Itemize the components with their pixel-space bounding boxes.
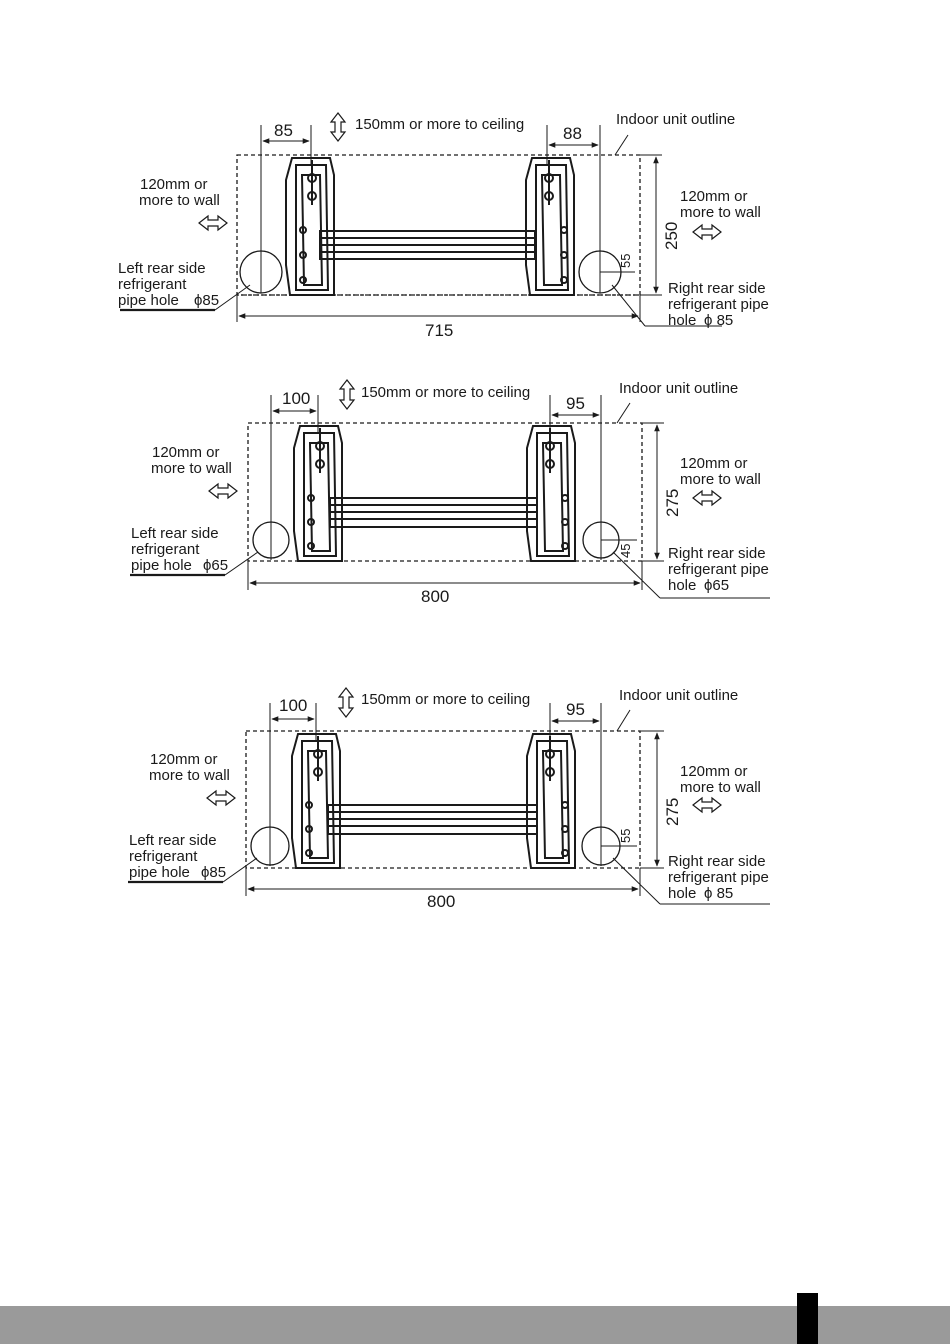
- left-hole-size: ϕ85: [194, 292, 219, 309]
- left-wall-label-1: 120mm or: [152, 444, 220, 461]
- unit-outline: [245, 730, 641, 869]
- diagram-1: [120, 112, 722, 327]
- right-dim-label: 88: [563, 124, 582, 143]
- outline-label: Indoor unit outline: [619, 380, 738, 397]
- right-hole-label-1: Right rear side: [668, 853, 766, 870]
- left-hole-label-2: refrigerant: [131, 541, 200, 558]
- left-hole-label-1: Left rear side: [118, 260, 206, 277]
- right-dim-label: 95: [566, 700, 585, 719]
- right-hole-label-1: Right rear side: [668, 280, 766, 297]
- mounting-bracket-left: [285, 157, 335, 296]
- mounting-bracket-left: [293, 425, 343, 562]
- height-label: 250: [662, 222, 681, 250]
- left-hole-label-3: pipe hole: [118, 292, 179, 309]
- diagram-2: [130, 379, 770, 599]
- right-wall-arrow-icon: [692, 489, 722, 507]
- width-label: 715: [425, 321, 453, 340]
- left-hole-label-3: pipe hole: [129, 864, 190, 881]
- right-hole-label-2: refrigerant pipe: [668, 296, 769, 313]
- mounting-rail: [319, 230, 536, 260]
- right-hole-size: ϕ65: [704, 577, 729, 594]
- left-hole-size: ϕ85: [201, 864, 226, 881]
- left-wall-label-1: 120mm or: [150, 751, 218, 768]
- left-hole-label-1: Left rear side: [129, 832, 217, 849]
- right-hole-size: ϕ 85: [704, 885, 733, 902]
- mounting-bracket-right: [526, 425, 576, 562]
- right-wall-label-2: more to wall: [680, 471, 761, 488]
- ceiling-arrow-icon: [338, 379, 356, 410]
- width-label: 800: [421, 587, 449, 606]
- mounting-rail: [327, 804, 538, 835]
- right-hole-label-2: refrigerant pipe: [668, 561, 769, 578]
- left-dim-label: 100: [282, 389, 310, 408]
- right-hole-label-3: hole: [668, 885, 696, 902]
- mounting-bracket-right: [525, 157, 575, 296]
- left-wall-arrow-icon: [208, 482, 238, 500]
- left-wall-label-1: 120mm or: [140, 176, 208, 193]
- footer-bar: [0, 1306, 950, 1344]
- ceiling-label: 150mm or more to ceiling: [361, 691, 530, 708]
- left-hole-label-2: refrigerant: [129, 848, 198, 865]
- height-label: 275: [663, 489, 682, 517]
- left-wall-label-2: more to wall: [151, 460, 232, 477]
- right-wall-label-2: more to wall: [680, 779, 761, 796]
- outline-label: Indoor unit outline: [619, 687, 738, 704]
- mounting-rail: [329, 497, 538, 528]
- left-wall-arrow-icon: [206, 789, 236, 807]
- ceiling-arrow-icon: [337, 687, 355, 718]
- ceiling-arrow-icon: [329, 112, 347, 142]
- right-wall-label-1: 120mm or: [680, 188, 748, 205]
- right-wall-label-2: more to wall: [680, 204, 761, 221]
- ceiling-label: 150mm or more to ceiling: [355, 116, 524, 133]
- ceiling-label: 150mm or more to ceiling: [361, 384, 530, 401]
- left-wall-label-2: more to wall: [149, 767, 230, 784]
- height-label: 275: [663, 798, 682, 826]
- diagram-3: [128, 687, 770, 905]
- right-hole-label-3: hole: [668, 312, 696, 329]
- width-label: 800: [427, 892, 455, 911]
- unit-outline: [247, 422, 643, 562]
- left-wall-label-2: more to wall: [139, 192, 220, 209]
- right-wall-arrow-icon: [692, 796, 722, 814]
- outline-label: Indoor unit outline: [616, 111, 735, 128]
- diagram-1-labels: 85 88 150mm or more to ceiling Indoor un…: [118, 111, 769, 340]
- right-hole-label-3: hole: [668, 577, 696, 594]
- left-dim-label: 100: [279, 696, 307, 715]
- right-hole-size: ϕ 85: [704, 312, 733, 329]
- right-wall-label-1: 120mm or: [680, 763, 748, 780]
- diagram-3-labels: 100 95 150mm or more to ceiling Indoor u…: [129, 687, 769, 911]
- left-hole-label-2: refrigerant: [118, 276, 187, 293]
- right-dim-label: 95: [566, 394, 585, 413]
- right-wall-arrow-icon: [692, 223, 722, 241]
- right-offset-label: 55: [618, 829, 633, 843]
- page-tab-marker: [797, 1293, 818, 1344]
- right-hole-label-1: Right rear side: [668, 545, 766, 562]
- diagram-2-labels: 100 95 150mm or more to ceiling Indoor u…: [131, 380, 769, 606]
- left-dim-label: 85: [274, 121, 293, 140]
- right-hole-label-2: refrigerant pipe: [668, 869, 769, 886]
- left-hole-label-1: Left rear side: [131, 525, 219, 542]
- right-offset-label: 55: [618, 254, 633, 268]
- mounting-bracket-right: [526, 733, 576, 869]
- left-hole-size: ϕ65: [203, 557, 228, 574]
- left-wall-arrow-icon: [198, 214, 228, 232]
- right-offset-label: 45: [618, 544, 633, 558]
- right-wall-label-1: 120mm or: [680, 455, 748, 472]
- left-hole-label-3: pipe hole: [131, 557, 192, 574]
- mounting-bracket-left: [291, 733, 341, 869]
